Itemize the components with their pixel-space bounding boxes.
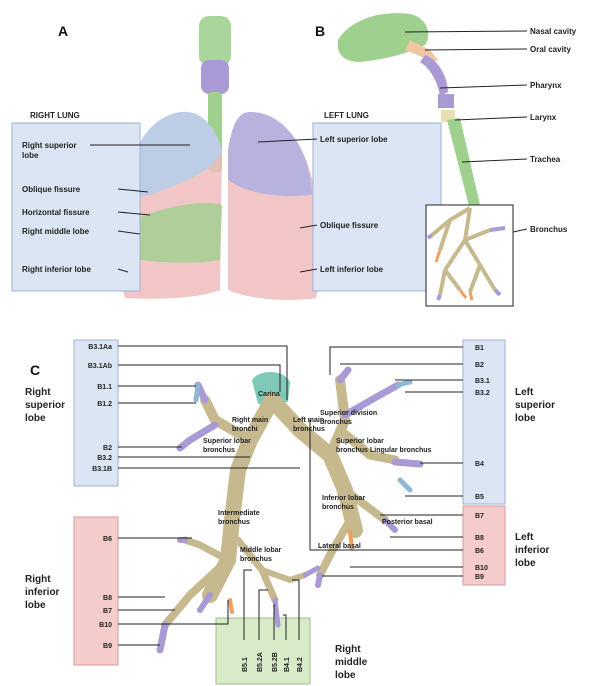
left-code-b10: B10	[99, 622, 112, 629]
bottom-code-b4-1: B4.1	[284, 657, 291, 672]
bottom-code-b5-2b: B5.2B	[272, 652, 279, 672]
right-lung-label-right-inferior-lobe: Right inferior lobe	[22, 265, 91, 274]
leader-line	[513, 229, 527, 232]
bottom-code-b5-2a: B5.2A	[257, 652, 264, 672]
left-lung-header: LEFT LUNG	[324, 111, 369, 120]
leader-line	[425, 49, 527, 50]
bronchial-tree-model	[160, 370, 420, 650]
bottom-code-b4-2: B4.2	[297, 657, 304, 672]
right-lung-label-horizontal-fissure: Horizontal fissure	[22, 208, 90, 217]
left-code-b3-1aa: B3.1Aa	[88, 344, 112, 351]
right-code-b6: B6	[475, 548, 484, 555]
right-lung-label-oblique-fissure: Oblique fissure	[22, 185, 81, 194]
right-code-b3-1: B3.1	[475, 378, 490, 385]
left-code-b7: B7	[103, 608, 112, 615]
right-code-b8: B8	[475, 535, 484, 542]
panel-b-letter: B	[315, 23, 325, 39]
right-code-b9: B9	[475, 574, 484, 581]
airway-label-bronchus: Bronchus	[530, 225, 568, 234]
left-code-b2: B2	[103, 445, 112, 452]
right-lung-label-right-middle-lobe: Right middle lobe	[22, 227, 90, 236]
right-code-b5: B5	[475, 494, 484, 501]
airway-label-pharynx: Pharynx	[530, 81, 562, 90]
left-inferior-codes-box	[463, 506, 505, 585]
airway-label-oral-cavity: Oral cavity	[530, 45, 571, 54]
inner-label-posterior-basal: Posterior basal	[382, 519, 433, 526]
left-code-b1-1: B1.1	[97, 384, 112, 391]
inner-label-lateral-basal: Lateral basal	[318, 543, 361, 550]
panel-a-lung-model	[120, 16, 319, 300]
left-code-b3-1ab: B3.1Ab	[88, 363, 112, 370]
left-code-b3-1b: B3.1B	[92, 466, 112, 473]
left-code-b1-2: B1.2	[97, 401, 112, 408]
left-superior-codes-box	[463, 340, 505, 504]
panel-a-letter: A	[58, 23, 68, 39]
right-code-b1: B1	[475, 345, 484, 352]
leader-line	[455, 117, 527, 120]
leader-line	[462, 159, 527, 162]
inner-label-carina: Carina	[258, 391, 280, 398]
bottom-code-b5-1: B5.1	[242, 657, 249, 672]
airway-label-nasal-cavity: Nasal cavity	[530, 27, 577, 36]
airway-label-trachea: Trachea	[530, 155, 561, 164]
right-code-b10: B10	[475, 565, 488, 572]
airway-label-larynx: Larynx	[530, 113, 557, 122]
right-code-b3-2: B3.2	[475, 390, 490, 397]
left-code-b8: B8	[103, 595, 112, 602]
right-superior-codes-box	[74, 340, 118, 486]
inner-label-lingular-bronchus: Lingular bronchus	[370, 447, 432, 454]
right-lung-header: RIGHT LUNG	[30, 111, 80, 120]
right-code-b2: B2	[475, 362, 484, 369]
left-code-b3-2: B3.2	[97, 455, 112, 462]
panel-c-letter: C	[30, 362, 40, 378]
leader-line	[440, 85, 527, 88]
left-code-b6: B6	[103, 536, 112, 543]
right-code-b7: B7	[475, 513, 484, 520]
right-middle-codes-box	[216, 618, 310, 684]
left-lung-label-left-inferior-lobe: Left inferior lobe	[320, 265, 384, 274]
left-lung-label-oblique-fissure: Oblique fissure	[320, 221, 379, 230]
left-lung-label-left-superior-lobe: Left superior lobe	[320, 135, 388, 144]
right-code-b4: B4	[475, 461, 484, 468]
left-code-b9: B9	[103, 643, 112, 650]
